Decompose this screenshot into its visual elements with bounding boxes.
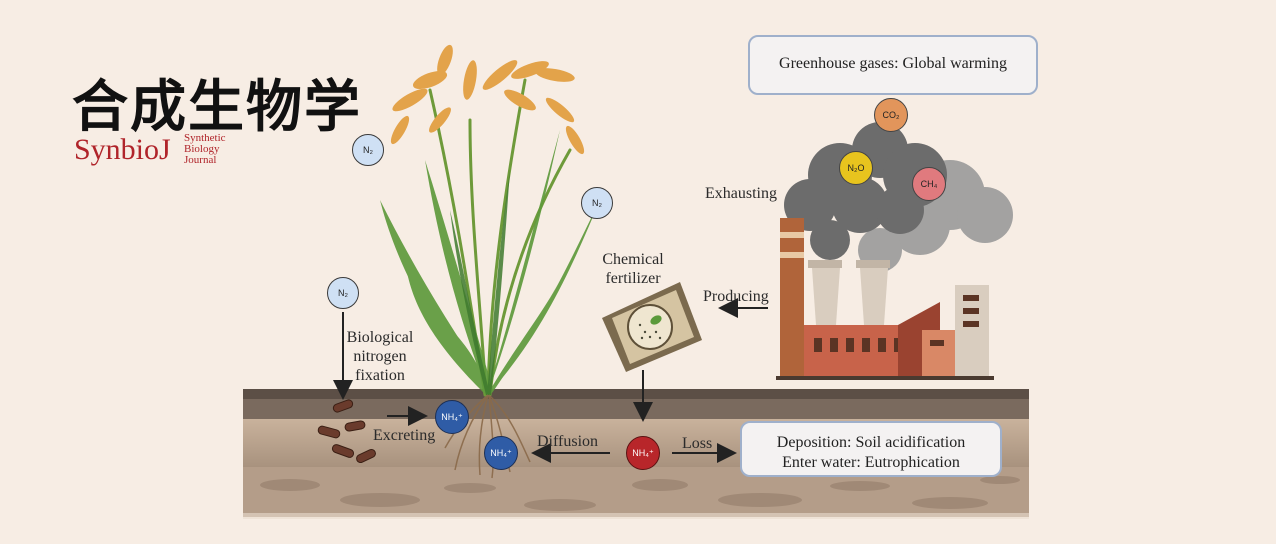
bnf-line3: fixation: [355, 367, 405, 384]
producing-label: Producing: [703, 288, 769, 305]
journal-logo-chinese: 合成生物学: [72, 75, 362, 140]
ch4-molecule: CH₄: [912, 167, 946, 201]
greenhouse-label: Greenhouse gases: Global warming: [779, 55, 1007, 72]
nh4-molecule-root: NH₄⁺: [435, 400, 469, 434]
n2-molecule: N₂: [581, 187, 613, 219]
bacteria: [317, 399, 376, 464]
factory: [776, 218, 994, 380]
excreting-label: Excreting: [373, 427, 436, 444]
n2-molecule: N₂: [352, 134, 384, 166]
arrows: [333, 298, 768, 463]
smoke-cloud: [784, 122, 1013, 272]
exhausting-label: Exhausting: [705, 185, 777, 202]
nh4-molecule-fertilizer: NH₄⁺: [626, 436, 660, 470]
greenhouse-box: Greenhouse gases: Global warming: [748, 35, 1038, 95]
n2-molecule: N₂: [327, 277, 359, 309]
fertilizer-line2: fertilizer: [605, 270, 661, 287]
loss-label: Loss: [682, 435, 713, 452]
logo-sub-line2: Biology: [184, 143, 220, 155]
journal-logo-subtitle: Synthetic Biology Journal: [184, 133, 226, 166]
bnf-line1: Biological: [346, 329, 414, 346]
fertilizer-bag: [602, 282, 702, 372]
deposition-box: Deposition: Soil acidification Enter wat…: [740, 421, 1002, 477]
fertilizer-line1: Chemical: [602, 251, 664, 268]
rice-plant: [380, 44, 600, 479]
bnf-label: Biological nitrogen fixation: [342, 328, 418, 385]
logo-sub-line1: Synthetic: [184, 132, 226, 144]
diffusion-label: Diffusion: [537, 433, 599, 450]
n2o-molecule: N₂O: [839, 151, 873, 185]
bnf-line2: nitrogen: [353, 348, 407, 365]
co2-molecule: CO₂: [874, 98, 908, 132]
journal-logo-english: SynbioJ: [74, 133, 171, 166]
nh4-molecule-diffused: NH₄⁺: [484, 436, 518, 470]
logo-sub-line3: Journal: [184, 154, 217, 166]
enter-water-label: Enter water: Eutrophication: [782, 454, 960, 471]
fertilizer-label: Chemical fertilizer: [598, 250, 668, 288]
deposition-label: Deposition: Soil acidification: [776, 434, 966, 451]
